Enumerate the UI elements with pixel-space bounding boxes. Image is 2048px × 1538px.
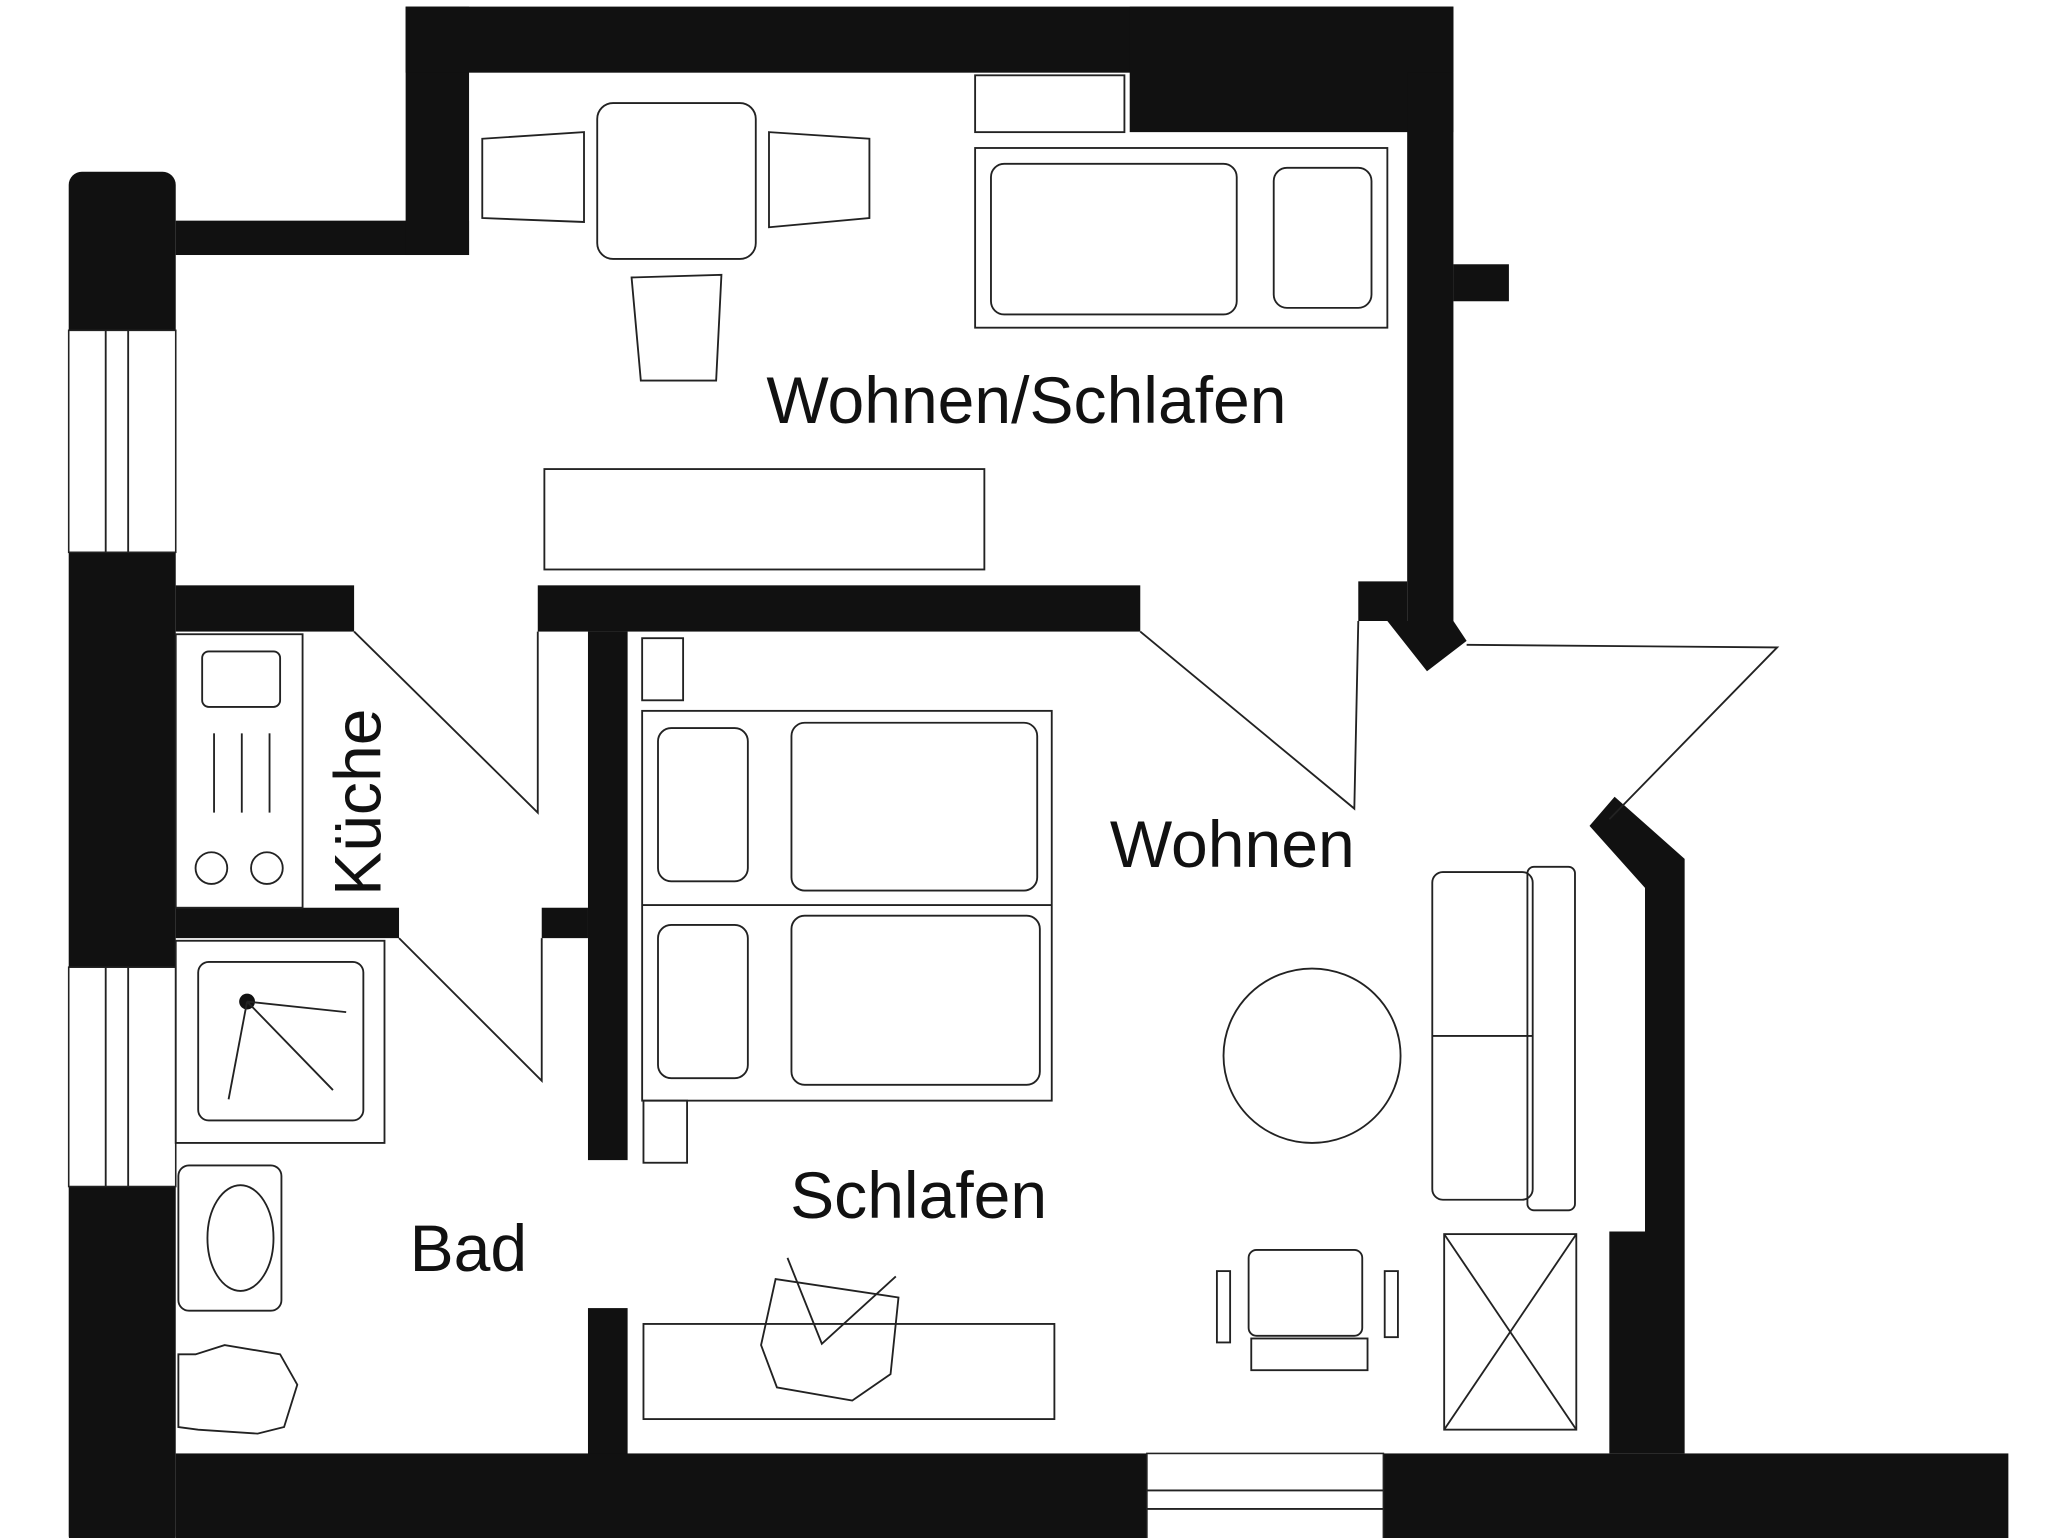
room-label-schlafen: Schlafen	[790, 1158, 1047, 1232]
shower	[174, 939, 386, 1144]
window	[67, 329, 177, 554]
pillow	[657, 727, 749, 883]
washbasin	[177, 1164, 283, 1312]
sink	[201, 650, 282, 708]
chair	[481, 131, 585, 223]
living-door	[1139, 620, 1360, 811]
armrest	[1215, 1270, 1232, 1344]
walls	[68, 6, 2009, 1538]
wall-stub	[541, 907, 588, 939]
dining-table	[596, 102, 757, 260]
stove-burner	[250, 851, 284, 885]
wall	[537, 585, 1141, 632]
room-label-wohnen-schlafen: Wohnen/Schlafen	[766, 363, 1286, 437]
room-label-kueche: Küche	[321, 709, 395, 896]
entrance-door	[1466, 643, 1780, 820]
desk-chair	[760, 1277, 900, 1402]
wall	[175, 585, 355, 632]
furniture	[174, 74, 1578, 1435]
windows	[67, 329, 1385, 1538]
right-lower-wall	[1589, 796, 1685, 1454]
armchair-seat	[1250, 1337, 1369, 1372]
balcony-door	[1146, 1452, 1385, 1538]
wardrobe	[1443, 1233, 1578, 1431]
room-labels: Wohnen/Schlafen Küche Wohnen Schlafen Ba…	[321, 363, 1355, 1285]
wall	[175, 907, 400, 939]
wall	[1129, 6, 1454, 133]
armrest	[1383, 1270, 1399, 1339]
pillow	[1272, 166, 1373, 309]
bottom-wall	[175, 1453, 1147, 1538]
armchair	[1247, 1249, 1364, 1337]
room-label-bad: Bad	[410, 1211, 528, 1285]
room-label-wohnen: Wohnen	[1110, 807, 1355, 881]
nightstand	[641, 637, 685, 702]
bottom-wall	[1383, 1453, 2009, 1538]
pillow	[657, 923, 749, 1080]
kitchen-counter	[174, 633, 304, 909]
round-table	[1222, 967, 1402, 1144]
nightstand	[974, 74, 1126, 134]
kitchen-door	[353, 630, 539, 815]
bath-door	[398, 937, 543, 1084]
wall	[587, 1308, 628, 1461]
wall-corner	[1358, 581, 1467, 672]
toilet	[177, 1344, 299, 1435]
desk	[642, 1323, 1056, 1421]
stove-burner	[194, 851, 229, 885]
wall	[587, 631, 628, 1161]
nightstand	[642, 1099, 688, 1164]
bed	[974, 147, 1389, 329]
wall-stub	[1453, 264, 1509, 302]
doors	[353, 620, 1780, 1084]
chair	[630, 273, 723, 382]
chair	[768, 131, 871, 229]
window	[67, 966, 177, 1188]
right-upper-wall	[1407, 72, 1454, 622]
sideboard	[543, 468, 986, 571]
